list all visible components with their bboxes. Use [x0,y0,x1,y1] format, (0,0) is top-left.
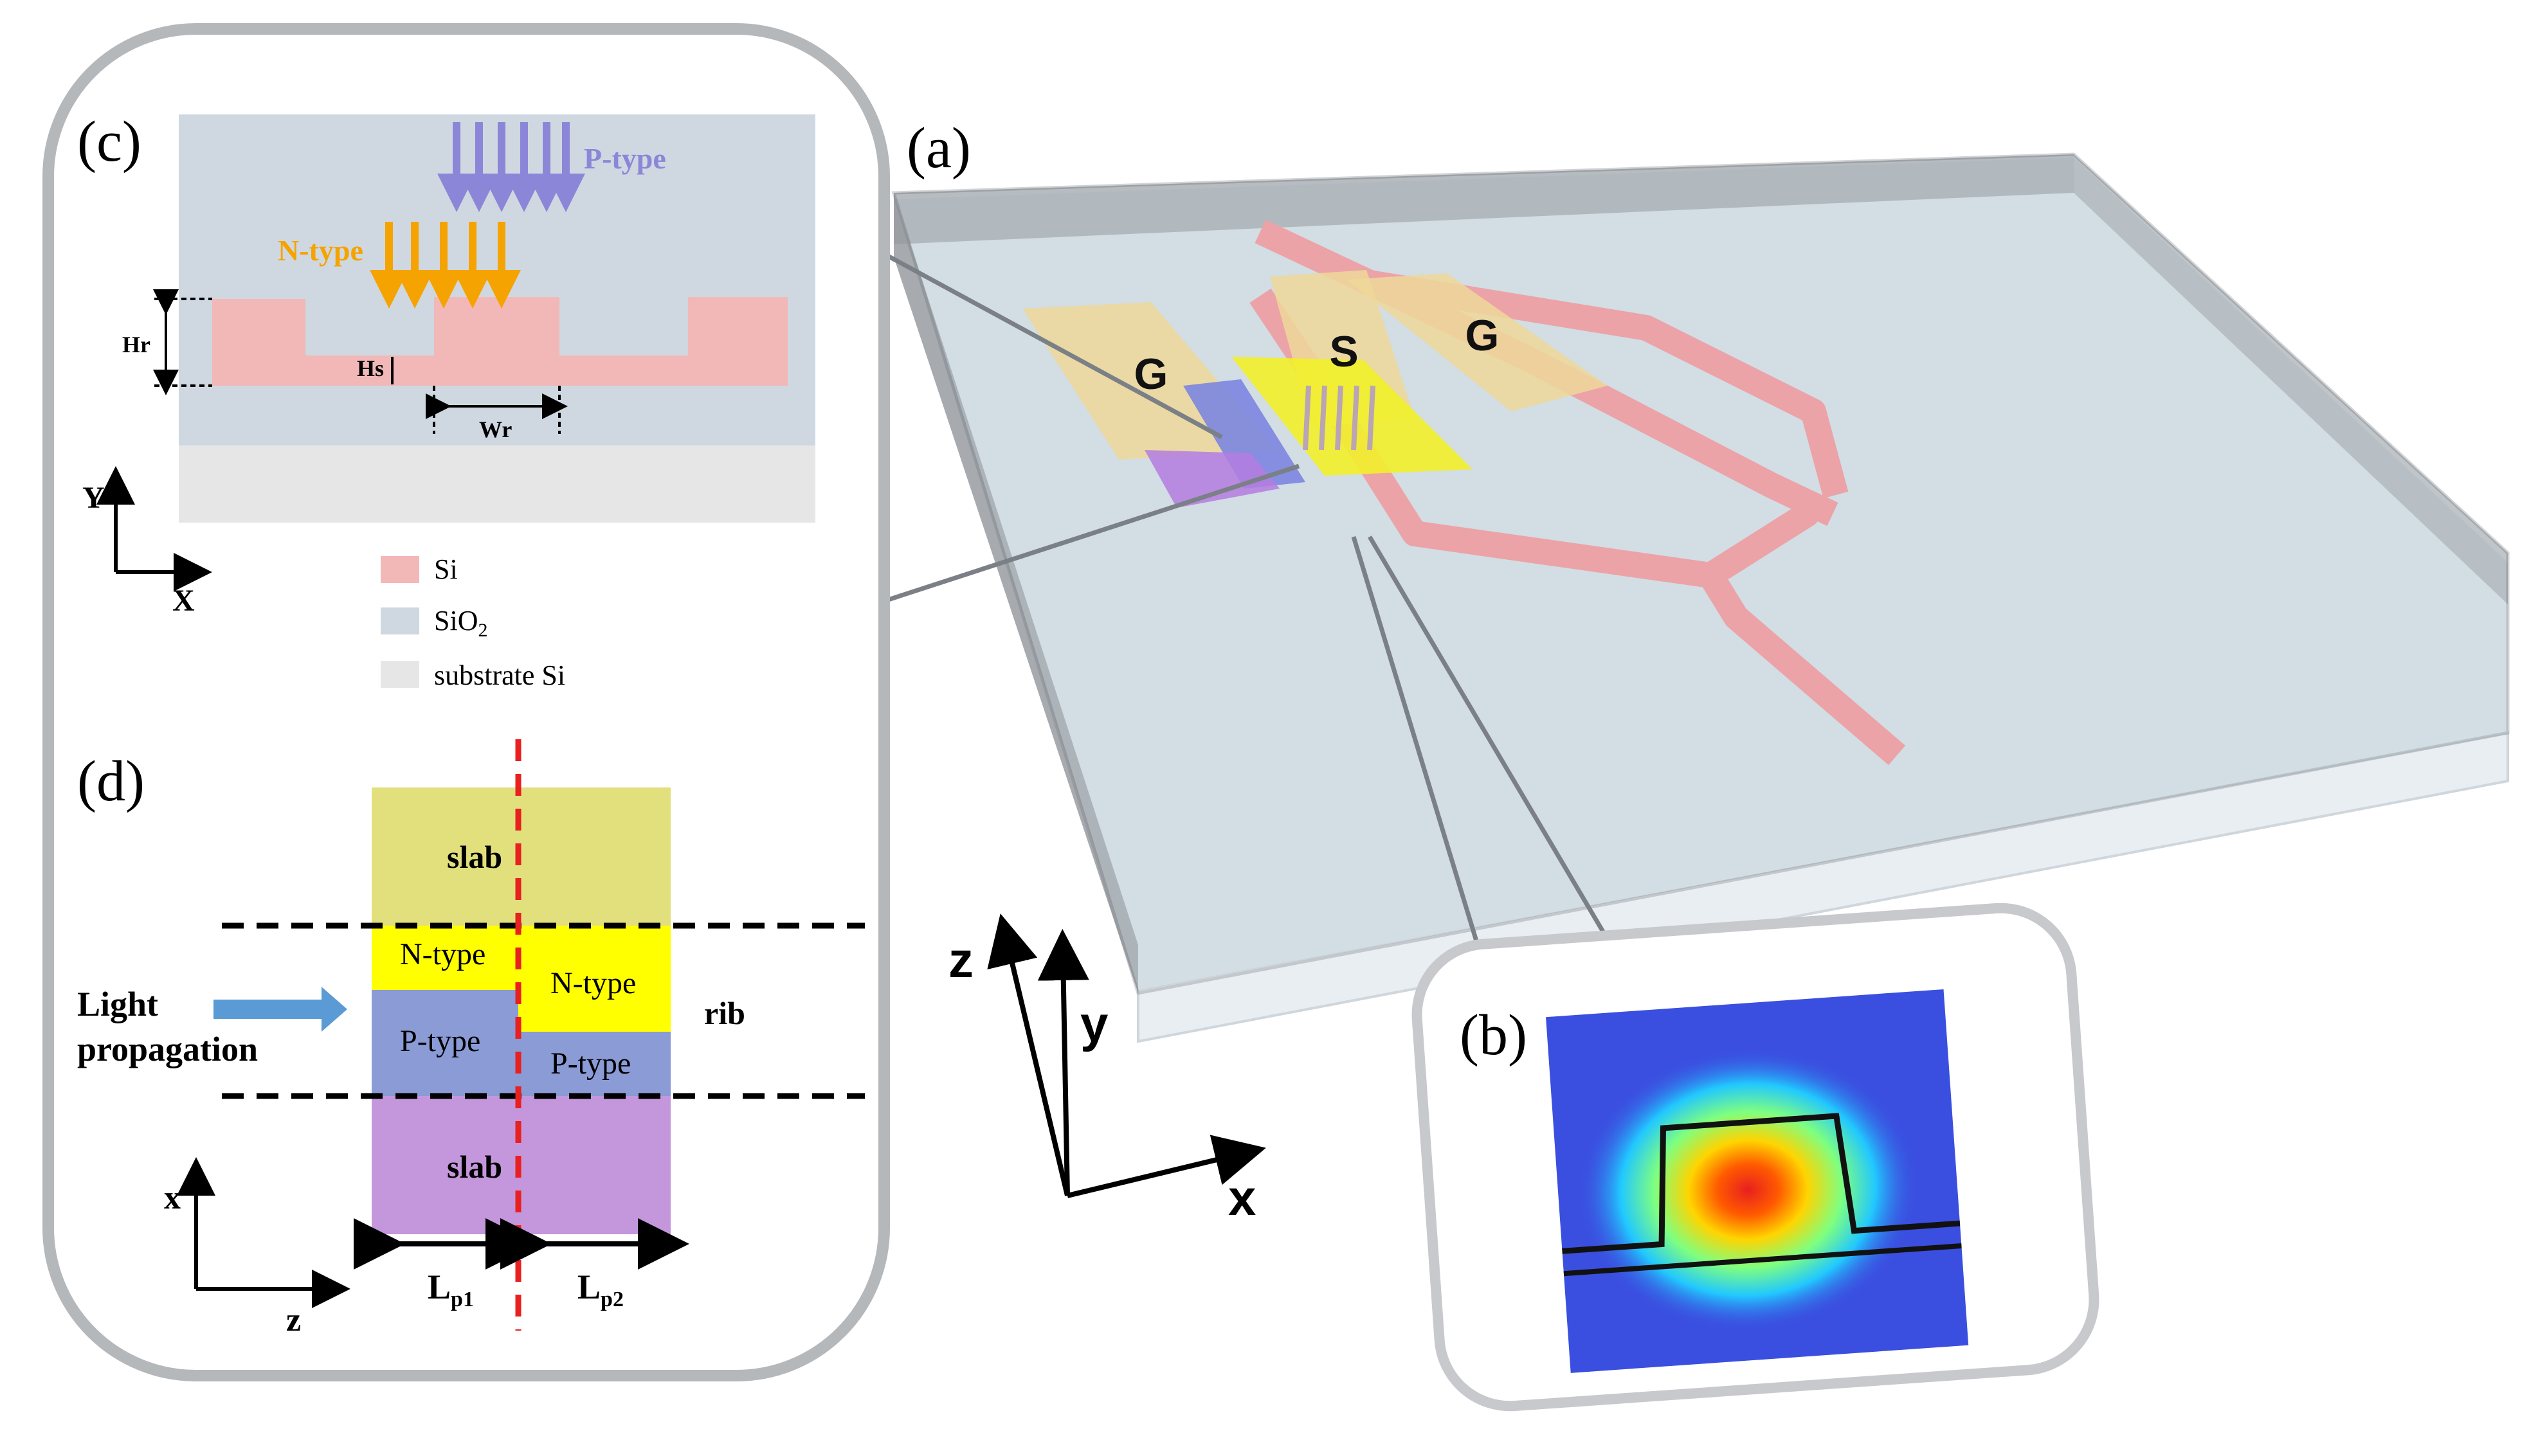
mode-waveguide-outline [1562,1113,1961,1254]
n-type-label: N-type [278,234,363,267]
inset-cd: (c) P-type N-type [42,23,890,1381]
axis-d-z-label: z [286,1302,301,1338]
doping-layout-d: (d) slab N-type P-type N-type P-type sla… [77,739,865,1338]
chip-3d-view: G S G (a) z y x [891,116,2510,1226]
lp2-main: L [577,1268,601,1306]
material-legend: Si SiO2 substrate Si [381,553,565,691]
n-type-arrows [370,222,521,309]
chip-right-wall [2074,154,2508,604]
lp2-sub: p2 [601,1288,624,1311]
chip-back-wall [894,154,2074,244]
legend-si-label: Si [434,553,458,585]
n-type-right-label: N-type [550,966,636,1000]
dimension-lines [153,289,568,434]
mode-substrate-line [1563,1243,1962,1277]
lp1-main: L [428,1268,451,1306]
rib-label: rib [704,995,745,1031]
p-type-left-region [372,990,518,1096]
n-doped-region [1231,357,1473,476]
substrate-si [179,445,815,523]
waveguide-upper-arm [1367,270,1849,499]
callout-lines [883,251,1623,972]
light-propagation-label: Light propagation [77,985,258,1068]
axis-3d-x [1067,1135,1266,1198]
legend-sio2-main: SiO [434,605,478,636]
light-label-line2: propagation [77,1030,258,1068]
panel-b-label: (b) [1460,1003,1527,1067]
p-slab-region [1145,450,1280,508]
axis-3d-y [1037,929,1089,1196]
axis-3d-y-label: y [1080,996,1108,1052]
p-type-right-label: P-type [550,1047,631,1081]
axis-c-x-label: X [172,584,195,618]
n-type-right-region [518,926,671,1032]
p-type-left-label: P-type [400,1024,480,1058]
n-type-left-label: N-type [400,937,485,971]
electrode-s-label: S [1329,327,1358,376]
axis-3d-z [987,913,1070,1196]
slab-bottom-label: slab [447,1149,502,1185]
cross-section-c: (c) P-type N-type [77,110,815,691]
waveguide-junction [1698,501,1906,766]
legend-substrate-label: substrate Si [434,660,565,691]
legend-substrate-swatch [381,661,419,688]
p-type-label: P-type [584,142,666,175]
light-label-line1: Light [77,985,158,1023]
n-type-left-region [372,926,518,990]
legend-si-swatch [381,556,419,583]
axes-3d [987,913,1266,1198]
legend-sio2-label: SiO2 [434,605,487,641]
lp1-sub: p1 [451,1288,474,1311]
legend-sio2-swatch [381,607,419,634]
electrode-g-right-label: G [1465,311,1500,360]
inset-b: (b) [1411,903,2099,1412]
panel-c-label: (c) [77,110,141,174]
axis-3d-x-label: x [1228,1169,1256,1226]
si-rib-waveguide [212,297,788,386]
lp1-label: Lp1 [428,1268,474,1311]
chip-left-wall [894,193,1138,993]
electrode-g-right [1347,273,1608,411]
p-type-right-region [518,1032,671,1096]
axis-3d-z-label: z [948,931,974,988]
slab-top-label: slab [447,839,502,875]
hr-label: Hr [122,332,150,357]
light-direction-arrow [213,987,347,1032]
p-doped-region [1183,379,1305,489]
legend-sio2-sub: 2 [478,620,487,641]
vias [1303,385,1375,451]
lp2-label: Lp2 [577,1268,624,1311]
p-type-arrows [437,122,585,212]
axis-c-y-label: Y [82,481,105,515]
panel-a-label: (a) [907,116,971,180]
axis-d-x-label: x [164,1180,181,1216]
hs-label: Hs [357,355,384,381]
panel-d-label: (d) [77,750,145,813]
axes-d [177,1157,350,1308]
sio2-cladding [179,114,815,445]
axes-c [96,466,212,591]
wr-label: Wr [479,417,512,442]
